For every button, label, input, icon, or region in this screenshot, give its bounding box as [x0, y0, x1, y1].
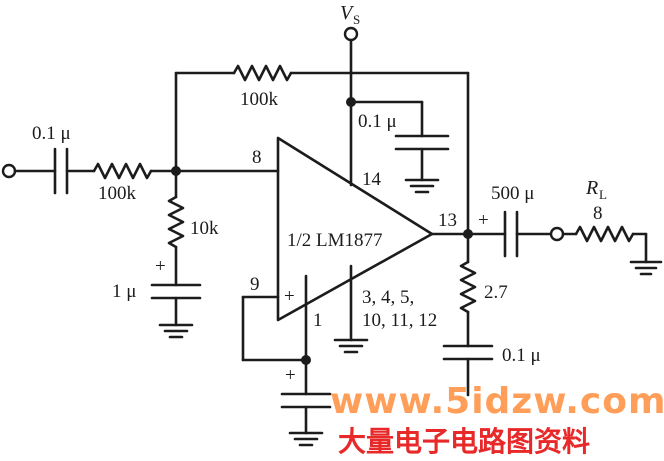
vs-terminal [343, 26, 359, 42]
watermark-title: 大量电子电路图资料 [338, 425, 590, 458]
noninverting-plus: + [284, 286, 295, 307]
load-value: 8 [593, 203, 603, 224]
output-terminal [549, 226, 565, 242]
amplifier-triangle [276, 136, 434, 322]
pin-13-label: 13 [438, 210, 457, 231]
bias-capacitor-label: 1 μ [112, 281, 136, 302]
zobel-resistor-label: 2.7 [484, 282, 508, 303]
vs-label-sub: S [353, 12, 360, 27]
bypass-capacitor-label: 0.1 μ [358, 111, 397, 132]
feedback-resistor-label: 100k [240, 89, 279, 110]
output-capacitor-label: 500 μ [491, 183, 534, 204]
input-capacitor-label: 0.1 μ [32, 123, 71, 144]
pin-ground-label-2: 10, 11, 12 [362, 310, 437, 331]
input-resistor-label: 100k [98, 183, 137, 204]
bias-resistor [167, 195, 185, 249]
load-symbol: R [585, 177, 598, 199]
load-symbol-sub: L [599, 187, 607, 202]
zobel-capacitor-label: 0.1 μ [502, 345, 541, 366]
pin-14-label: 14 [362, 169, 382, 190]
watermark-url: www.5idzw.com [330, 381, 664, 422]
amplifier-label: 1/2 LM1877 [287, 230, 383, 251]
feedback-resistor [232, 64, 293, 82]
input-resistor [92, 162, 153, 180]
pin-8-label: 8 [252, 147, 262, 168]
bias-resistor-label: 10k [190, 218, 219, 239]
vs-label: V [340, 2, 355, 24]
pin-1-label: 1 [313, 310, 323, 331]
pin-9-label: 9 [250, 274, 260, 295]
pin1-cap-plus: + [285, 365, 296, 386]
pin-ground-label-1: 3, 4, 5, [362, 287, 414, 308]
output-cap-plus: + [478, 210, 489, 231]
bias-cap-plus: + [155, 256, 166, 277]
input-terminal [1, 163, 17, 179]
load-resistor [574, 225, 635, 243]
zobel-resistor [459, 260, 477, 314]
